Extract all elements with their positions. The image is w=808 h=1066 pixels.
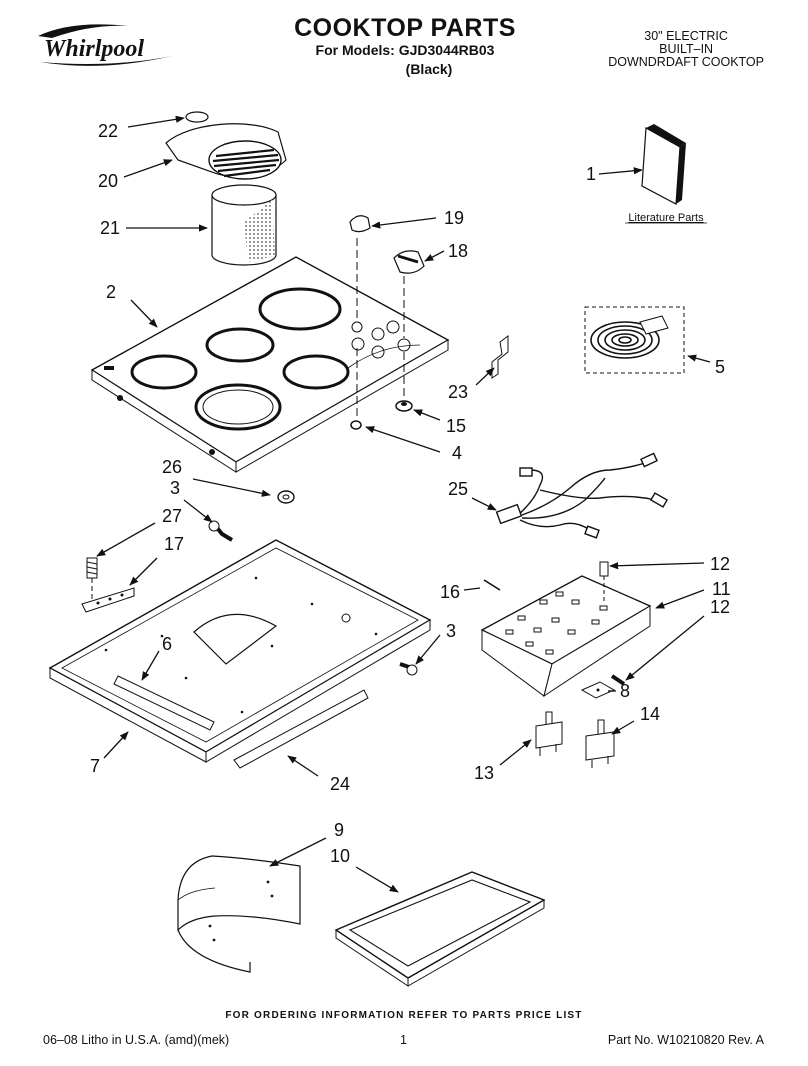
page-title: COOKTOP PARTS <box>294 14 516 42</box>
product-description: 30" ELECTRIC BUILT–IN DOWNDRDAFT COOKTOP <box>608 30 764 69</box>
callout-10: 10 <box>330 846 350 866</box>
callout-18: 18 <box>448 241 468 261</box>
part-21-filter <box>211 184 277 266</box>
part-18-knob <box>393 250 425 274</box>
part-17-bracket <box>81 587 135 613</box>
part-number: Part No. W10210820 Rev. A <box>607 1033 764 1047</box>
ordering-info: FOR ORDERING INFORMATION REFER TO PARTS … <box>225 1010 583 1021</box>
part-22-cap <box>185 111 209 123</box>
part-9-duct <box>177 855 301 973</box>
part-5-surface-element <box>584 306 685 374</box>
part-10-gasket <box>334 871 546 987</box>
leader-lines <box>96 115 711 893</box>
part-4-washer <box>350 420 362 430</box>
callout-7: 7 <box>90 756 100 776</box>
part-11-switch-bracket <box>480 575 652 698</box>
callout-6: 6 <box>162 634 172 654</box>
part-2-cooktop-glass <box>90 256 450 473</box>
callout-27: 27 <box>162 506 182 526</box>
whirlpool-logo: Whirlpool <box>38 24 172 66</box>
callout-20: 20 <box>98 171 118 191</box>
callout-1: 1 <box>586 164 596 184</box>
part-13-switch <box>535 711 563 756</box>
part-1-literature <box>641 124 686 205</box>
svg-text:Whirlpool: Whirlpool <box>44 36 144 62</box>
part-6-rail <box>113 675 215 731</box>
part-23-clip <box>491 335 509 379</box>
callout-4: 4 <box>452 443 462 463</box>
part-7-burner-box <box>48 539 432 763</box>
callout-9: 9 <box>334 820 344 840</box>
callout-19: 19 <box>444 208 464 228</box>
part-27-screw <box>86 557 98 579</box>
callout-3-top: 3 <box>170 478 180 498</box>
callout-13: 13 <box>474 763 494 783</box>
part-12-screw-top <box>599 561 609 577</box>
callout-23: 23 <box>448 382 468 402</box>
callout-26: 26 <box>162 457 182 477</box>
callout-8: 8 <box>620 681 630 701</box>
callout-5: 5 <box>715 357 725 377</box>
callout-21: 21 <box>100 218 120 238</box>
callout-12-side: 12 <box>710 597 730 617</box>
part-24-trim <box>233 689 369 769</box>
title-block: COOKTOP PARTS For Models: GJD3044RB03 (B… <box>270 14 540 78</box>
model-number: For Models: GJD3044RB03 <box>315 42 495 58</box>
litho-info: 06–08 Litho in U.S.A. (amd)(mek) <box>43 1033 230 1047</box>
product-line-3: DOWNDRDAFT COOKTOP <box>608 55 764 69</box>
callout-25: 25 <box>448 479 468 499</box>
callout-labels: 22 20 21 1 2 19 18 5 23 15 4 26 25 3 27 … <box>90 121 731 866</box>
callout-11: 11 <box>712 579 731 599</box>
part-3-screw-bottom <box>399 662 418 676</box>
callout-16: 16 <box>440 582 460 602</box>
callout-12-top: 12 <box>710 554 730 574</box>
callout-17: 17 <box>164 534 184 554</box>
part-14-switch <box>585 719 615 768</box>
product-line-2: BUILT–IN <box>659 42 714 56</box>
callout-14: 14 <box>640 704 660 724</box>
part-25-wire-harness <box>495 452 669 539</box>
page-number: 1 <box>400 1033 407 1047</box>
callout-15: 15 <box>446 416 466 436</box>
part-8-insulator <box>580 681 616 699</box>
product-line-1: 30" ELECTRIC <box>644 29 728 43</box>
color-variant: (Black) <box>405 61 453 77</box>
callout-3-bottom: 3 <box>446 621 456 641</box>
part-16-wire-tie <box>483 579 501 591</box>
part-26-grommet <box>277 490 295 504</box>
callout-24: 24 <box>330 774 350 794</box>
callout-2: 2 <box>106 282 116 302</box>
part-19-knob-cap <box>349 215 371 233</box>
callout-22: 22 <box>98 121 118 141</box>
literature-parts-label: Literature Parts <box>628 212 704 224</box>
part-3-screw-top <box>208 520 234 542</box>
part-15-bushing <box>395 400 413 412</box>
part-20-vent-grille <box>165 123 287 180</box>
part-12-screw-side <box>610 674 626 686</box>
